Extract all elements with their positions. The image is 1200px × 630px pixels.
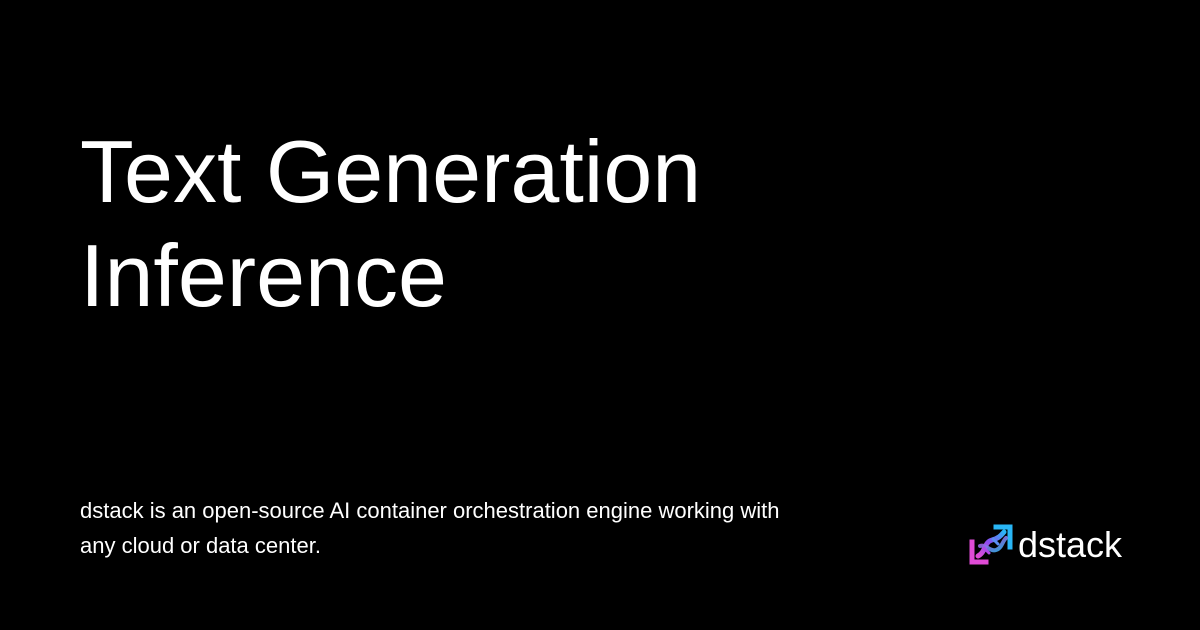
page-title: Text Generation Inference <box>80 120 1080 328</box>
brand-name: dstack <box>1018 524 1123 565</box>
title-line-1: Text Generation <box>80 122 702 221</box>
title-line-2: Inference <box>80 226 447 325</box>
dstack-logo-icon <box>969 524 1013 565</box>
brand-logo: dstack <box>968 520 1122 570</box>
description: dstack is an open-source AI container or… <box>80 493 880 563</box>
description-line-1: dstack is an open-source AI container or… <box>80 498 780 523</box>
description-line-2: any cloud or data center. <box>80 533 321 558</box>
